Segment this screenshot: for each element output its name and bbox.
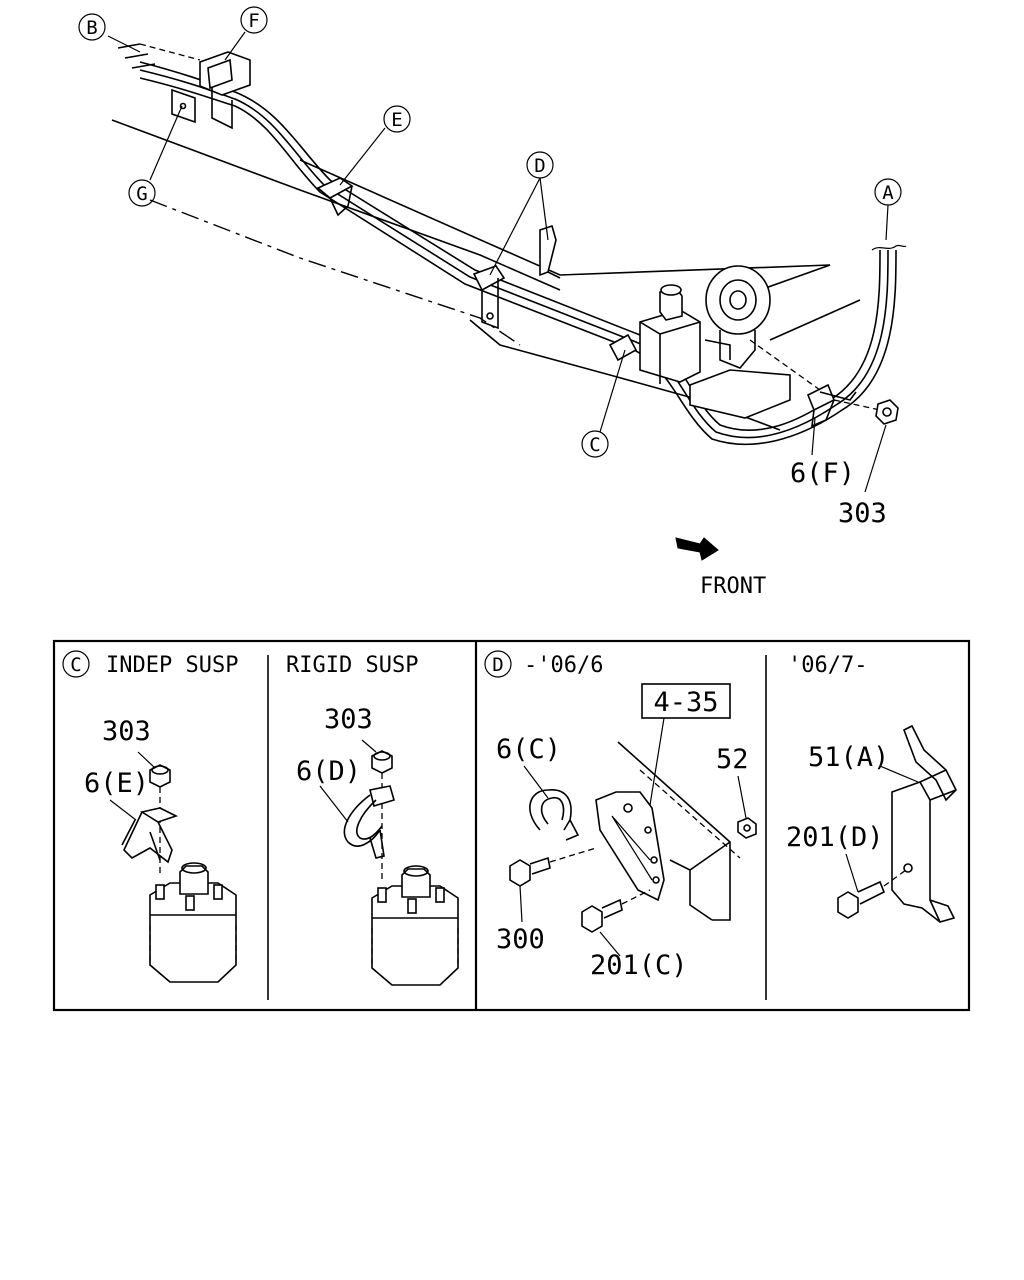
detail-c-indep: C INDEP SUSP 303 6(E): [62, 650, 238, 983]
label-6f: 6(F): [790, 458, 855, 489]
rigid-label-6d: 6(D): [296, 756, 361, 787]
label-51a: 51(A): [808, 742, 889, 773]
indep-label-303: 303: [102, 716, 151, 747]
indep-susp-title: INDEP SUSP: [106, 653, 238, 678]
detail-c-marker-circle: [62, 650, 90, 678]
label-201d: 201(D): [786, 822, 884, 853]
callout-d: D: [534, 155, 545, 177]
label-300: 300: [496, 924, 545, 955]
label-52: 52: [716, 744, 749, 775]
detail-d-early: D -'06/6 4-35 6(C) 52 300 201(C): [484, 650, 757, 981]
front-label: FRONT: [700, 574, 766, 599]
detail-c-rigid: RIGID SUSP 303 6(D): [286, 653, 459, 986]
detail-d-marker-circle: [484, 650, 512, 678]
label-303-main: 303: [838, 498, 887, 529]
ref-box-frame: [641, 683, 731, 719]
callout-b-circle: [78, 13, 106, 41]
callout-g-circle: [128, 179, 156, 207]
callout-g: G: [136, 183, 147, 205]
callout-d-circle: [526, 151, 554, 179]
callout-e: E: [391, 109, 402, 131]
detail-c-marker: C: [70, 654, 81, 676]
detail-d-late-title: '06/7-: [788, 653, 867, 678]
callout-c-circle: [581, 430, 609, 458]
main-assembly-view: B F E D G A C 6(F) 303 FRONT: [78, 6, 907, 599]
detail-d-early-title: -'06/6: [524, 653, 603, 678]
label-6c: 6(C): [496, 734, 561, 765]
label-201c: 201(C): [590, 950, 688, 981]
callout-a-circle: [874, 178, 902, 206]
callout-f-circle: [240, 6, 268, 34]
callout-e-circle: [383, 105, 411, 133]
front-arrow-icon: [675, 537, 719, 561]
rigid-label-303: 303: [324, 704, 373, 735]
rigid-susp-title: RIGID SUSP: [286, 653, 418, 678]
callout-c: C: [589, 434, 600, 456]
callout-f: F: [248, 10, 259, 32]
indep-label-6e: 6(E): [84, 768, 149, 799]
detail-panel: [52, 639, 971, 1012]
detail-d-late: '06/7- 51(A) 201(D): [786, 653, 957, 923]
ref-box-4-35: 4-35: [653, 687, 718, 718]
detail-d-marker: D: [492, 654, 503, 676]
callout-b: B: [86, 17, 97, 39]
callout-a: A: [882, 182, 894, 204]
